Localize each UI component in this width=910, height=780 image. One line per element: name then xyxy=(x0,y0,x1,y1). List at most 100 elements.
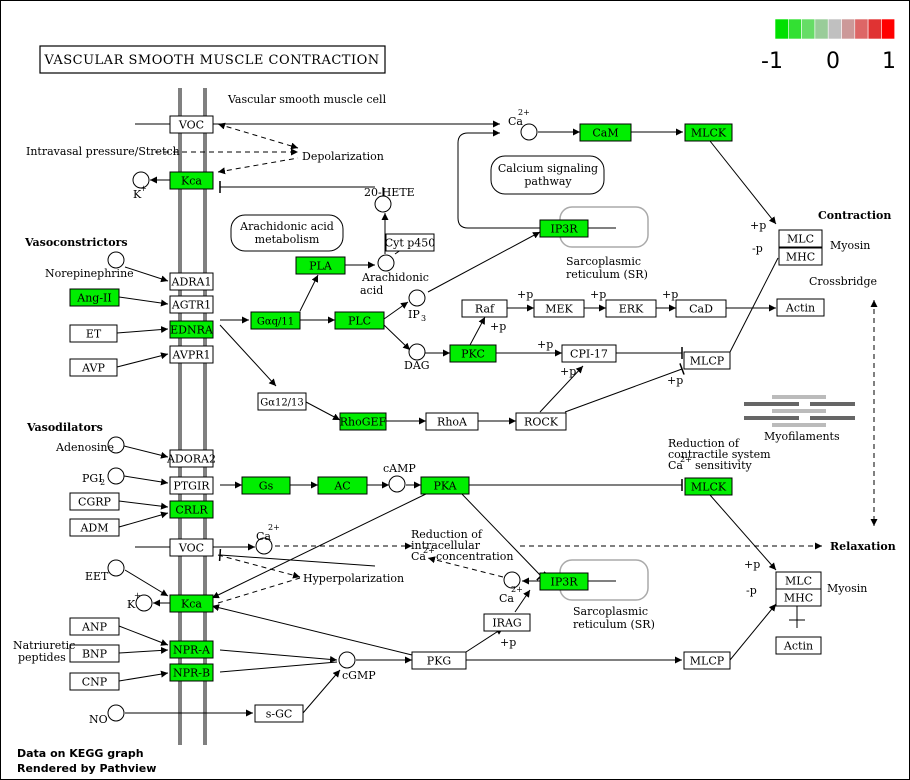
gene-node-box xyxy=(515,412,567,431)
compound-aa[interactable] xyxy=(377,254,395,272)
gene-node-rhogef[interactable]: RhoGEF xyxy=(339,412,387,431)
gene-node-box xyxy=(169,272,214,291)
compound-ca-mid[interactable] xyxy=(255,537,273,555)
gene-node-mlck1[interactable]: MLCK xyxy=(684,123,733,142)
calcium-signaling-pathway-link[interactable]: Calcium signaling pathway xyxy=(490,155,605,195)
compound-dag[interactable] xyxy=(408,343,426,361)
gene-node-irag[interactable]: IRAG xyxy=(483,613,531,632)
gene-node-gqi1[interactable]: Gαq/11 xyxy=(250,311,301,330)
gene-node-label: ET xyxy=(86,328,102,341)
gene-node-bnp[interactable]: BNP xyxy=(69,644,120,663)
compound-ca-top[interactable] xyxy=(520,123,538,141)
gene-node-ang2[interactable]: Ang-II xyxy=(69,288,120,307)
gene-node-kca2[interactable]: Kca xyxy=(169,594,214,613)
gene-node-ac[interactable]: AC xyxy=(317,476,368,495)
gene-node-rock[interactable]: ROCK xyxy=(515,412,567,431)
gene-node-mlcp1[interactable]: MLCP xyxy=(683,351,731,370)
gene-node-actin1[interactable]: Actin xyxy=(776,298,825,317)
relaxation-heading: Relaxation xyxy=(830,540,896,553)
gene-node-mek[interactable]: MEK xyxy=(533,299,585,318)
gene-node-cnp[interactable]: CNP xyxy=(69,672,120,691)
compound-pgi2[interactable] xyxy=(107,467,125,485)
svg-text:2+: 2+ xyxy=(268,523,280,532)
gene-node-erk[interactable]: ERK xyxy=(605,299,657,318)
gene-node-mhc1[interactable]: MHC xyxy=(778,247,823,266)
legend-mid: 0 xyxy=(826,49,840,74)
gene-node-label: Gα12/13 xyxy=(260,398,304,409)
svg-text:2+: 2+ xyxy=(518,108,530,117)
gene-node-sgc[interactable]: s-GC xyxy=(254,704,304,723)
gene-node-adra1[interactable]: ADRA1 xyxy=(169,272,214,291)
reduction-ca-3: concentration xyxy=(436,550,514,563)
gene-node-ga1213[interactable]: Gα12/13 xyxy=(257,392,307,411)
gene-node-anp[interactable]: ANP xyxy=(69,617,120,636)
gene-node-cgrp[interactable]: CGRP xyxy=(69,492,120,511)
gene-node-et[interactable]: ET xyxy=(69,324,118,343)
gene-node-voc1[interactable]: VOC xyxy=(169,115,214,134)
natriuretic-1: Natriuretic xyxy=(13,639,75,652)
gene-node-box xyxy=(254,704,304,723)
reduction-ca-1: Reduction of xyxy=(411,528,483,541)
gene-node-mlc1[interactable]: MLC xyxy=(778,229,823,248)
compound-ip3[interactable] xyxy=(408,289,426,307)
gene-node-ptgir[interactable]: PTGIR xyxy=(169,476,214,495)
depolarization-label: Depolarization xyxy=(302,150,384,163)
gene-node-npra[interactable]: NPR-A xyxy=(169,640,214,659)
gene-node-nprb[interactable]: NPR-B xyxy=(169,663,214,682)
gene-node-cpi17[interactable]: CPI-17 xyxy=(561,344,617,363)
gene-node-crlr[interactable]: CRLR xyxy=(169,500,214,519)
compound-ca-bottom[interactable] xyxy=(503,571,521,589)
gene-node-mlc2[interactable]: MLC xyxy=(775,571,822,590)
gene-node-raf[interactable]: Raf xyxy=(461,299,508,318)
compound-eet[interactable] xyxy=(107,559,125,577)
gene-node-pkg[interactable]: PKG xyxy=(411,651,467,670)
gene-node-gs[interactable]: Gs xyxy=(241,476,291,495)
gene-node-box xyxy=(169,640,214,659)
gene-node-label: IP3R xyxy=(550,223,578,236)
gene-node-pla[interactable]: PLA xyxy=(295,256,346,275)
svg-text:+: + xyxy=(134,591,141,600)
gene-node-label: MLC xyxy=(785,575,812,588)
gene-node-pkc[interactable]: PKC xyxy=(449,344,497,363)
gene-node-cytp450[interactable]: Cyt p450 xyxy=(385,233,436,252)
gene-node-plc[interactable]: PLC xyxy=(334,311,385,330)
gene-node-kca1[interactable]: Kca xyxy=(169,171,214,190)
gene-node-avpr1[interactable]: AVPR1 xyxy=(169,345,214,364)
compound-no[interactable] xyxy=(107,704,125,722)
gene-node-box xyxy=(69,288,120,307)
compound-k-top[interactable] xyxy=(132,171,150,189)
arachidonic-acid-metabolism-link[interactable]: Arachidonic acid metabolism xyxy=(230,214,344,252)
gene-node-agtr1[interactable]: AGTR1 xyxy=(169,295,214,314)
svg-text:+: + xyxy=(140,184,147,193)
gene-node-adm[interactable]: ADM xyxy=(69,518,120,537)
compound-norepinephrine[interactable] xyxy=(107,251,125,269)
gene-node-mlck2[interactable]: MLCK xyxy=(684,477,733,496)
gene-node-rhoa[interactable]: RhoA xyxy=(425,412,479,431)
gene-node-pka[interactable]: PKA xyxy=(420,476,470,495)
gene-node-mlcp2[interactable]: MLCP xyxy=(683,651,731,670)
gene-node-box xyxy=(169,538,214,557)
compound-k-bottom[interactable] xyxy=(135,594,153,612)
gene-node-label: VOC xyxy=(178,542,204,555)
gene-node-adora2[interactable]: ADORA2 xyxy=(166,449,216,468)
compound-camp[interactable] xyxy=(388,475,406,493)
gene-node-label: ADORA2 xyxy=(166,453,216,466)
compound-adenosine[interactable] xyxy=(107,436,125,454)
compound-hete[interactable] xyxy=(374,195,392,213)
gene-node-voc2[interactable]: VOC xyxy=(169,538,214,557)
gene-node-label: RhoA xyxy=(437,416,468,429)
svg-text:2: 2 xyxy=(100,478,105,487)
gene-node-mhc2[interactable]: MHC xyxy=(775,588,822,607)
gene-node-actin2[interactable]: Actin xyxy=(775,636,822,655)
myofilaments-icon xyxy=(744,395,855,427)
gene-node-avp[interactable]: AVP xyxy=(69,358,118,377)
gene-node-ip3r1[interactable]: IP3R xyxy=(539,219,589,238)
gene-node-cad[interactable]: CaD xyxy=(675,299,727,318)
gene-node-ednra[interactable]: EDNRA xyxy=(169,320,214,339)
gene-node-ip3r2[interactable]: IP3R xyxy=(539,572,589,591)
aa-label-1: Arachidonic xyxy=(361,271,429,284)
adenosine-label: Adenosine xyxy=(55,441,114,454)
gene-node-label: IP3R xyxy=(550,576,578,589)
compound-cgmp[interactable] xyxy=(338,651,356,669)
gene-node-cam[interactable]: CaM xyxy=(579,123,632,142)
